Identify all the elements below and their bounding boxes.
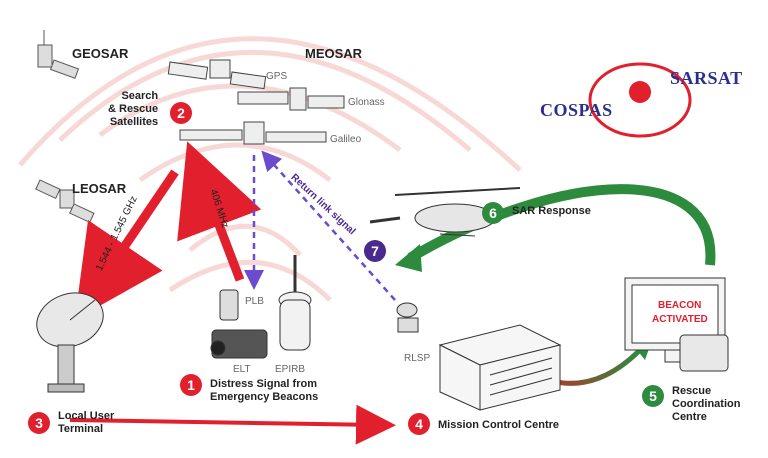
local-user-terminal-dish-icon — [36, 292, 104, 393]
geosar-label: GEOSAR — [72, 46, 129, 61]
epirb-label: EPIRB — [275, 364, 306, 375]
step-7-badge: 7 — [364, 240, 386, 262]
lut-to-mcc-arrow — [69, 404, 396, 445]
step-4-label: Mission Control Centre — [438, 419, 560, 431]
glonass-satellite-icon — [237, 87, 345, 111]
step-5-line-3: Centre — [672, 411, 707, 423]
step-2-badge: 2 — [170, 102, 192, 124]
step-3-label: Local User Terminal — [58, 410, 114, 436]
gps-label: GPS — [266, 71, 288, 82]
desk-phone-icon — [679, 334, 729, 372]
step-2-line-3: Satellites — [109, 116, 159, 128]
step-2-label: Search & Rescue Satellites — [108, 90, 158, 129]
downlink-arrow — [74, 169, 179, 320]
step-5-line-1: Rescue — [672, 385, 712, 397]
step-4-badge: 4 — [408, 413, 430, 435]
step-1-line-1: Distress Signal from — [210, 378, 317, 390]
rescue-helicopter-icon — [369, 187, 521, 237]
meosar-label: MEOSAR — [305, 46, 363, 61]
rlsp-label: RLSP — [404, 353, 431, 364]
epirb-beacon-icon — [278, 255, 312, 351]
sar-response-arrowhead — [395, 244, 422, 272]
step-3-badge: 3 — [28, 412, 50, 434]
plb-beacon-icon — [219, 289, 239, 321]
galileo-satellite-icon — [179, 121, 327, 145]
gps-satellite-icon — [167, 59, 267, 90]
galileo-label: Galileo — [330, 134, 362, 145]
screen-text-line-2: ACTIVATED — [652, 314, 708, 325]
step-5-line-2: Coordination — [672, 398, 741, 410]
step-3-line-2: Terminal — [58, 423, 104, 435]
step-6-label: SAR Response — [512, 205, 591, 217]
step-1-badge: 1 — [180, 374, 202, 396]
step-5-label: Rescue Coordination Centre — [672, 385, 740, 424]
logo-text-right: SARSAT — [670, 68, 743, 88]
geosar-satellite-icon — [37, 30, 80, 79]
cospas-sarsat-logo-icon — [588, 62, 692, 138]
elt-beacon-icon — [210, 329, 268, 359]
leosar-satellite-icon — [35, 179, 95, 224]
plb-label: PLB — [245, 296, 264, 307]
glonass-label: Glonass — [348, 97, 385, 108]
uplink-arrow — [177, 141, 262, 282]
step-6-badge: 6 — [482, 202, 504, 224]
logo-text-left: COSPAS — [540, 100, 613, 120]
step-3-line-1: Local User — [58, 410, 115, 422]
step-1-label: Distress Signal from Emergency Beacons — [210, 378, 318, 404]
step-2-line-2: & Rescue — [108, 103, 159, 115]
mission-control-building-icon — [438, 324, 562, 411]
rlsp-antenna-icon — [396, 302, 419, 333]
screen-text-line-1: BEACON — [658, 300, 702, 311]
leosar-label: LEOSAR — [72, 181, 127, 196]
step-5-badge: 5 — [642, 385, 664, 407]
return-link-dashed-arrow — [261, 150, 396, 301]
step-1-line-2: Emergency Beacons — [210, 391, 319, 403]
step-2-line-1: Search — [121, 90, 159, 102]
elt-label: ELT — [233, 364, 251, 375]
